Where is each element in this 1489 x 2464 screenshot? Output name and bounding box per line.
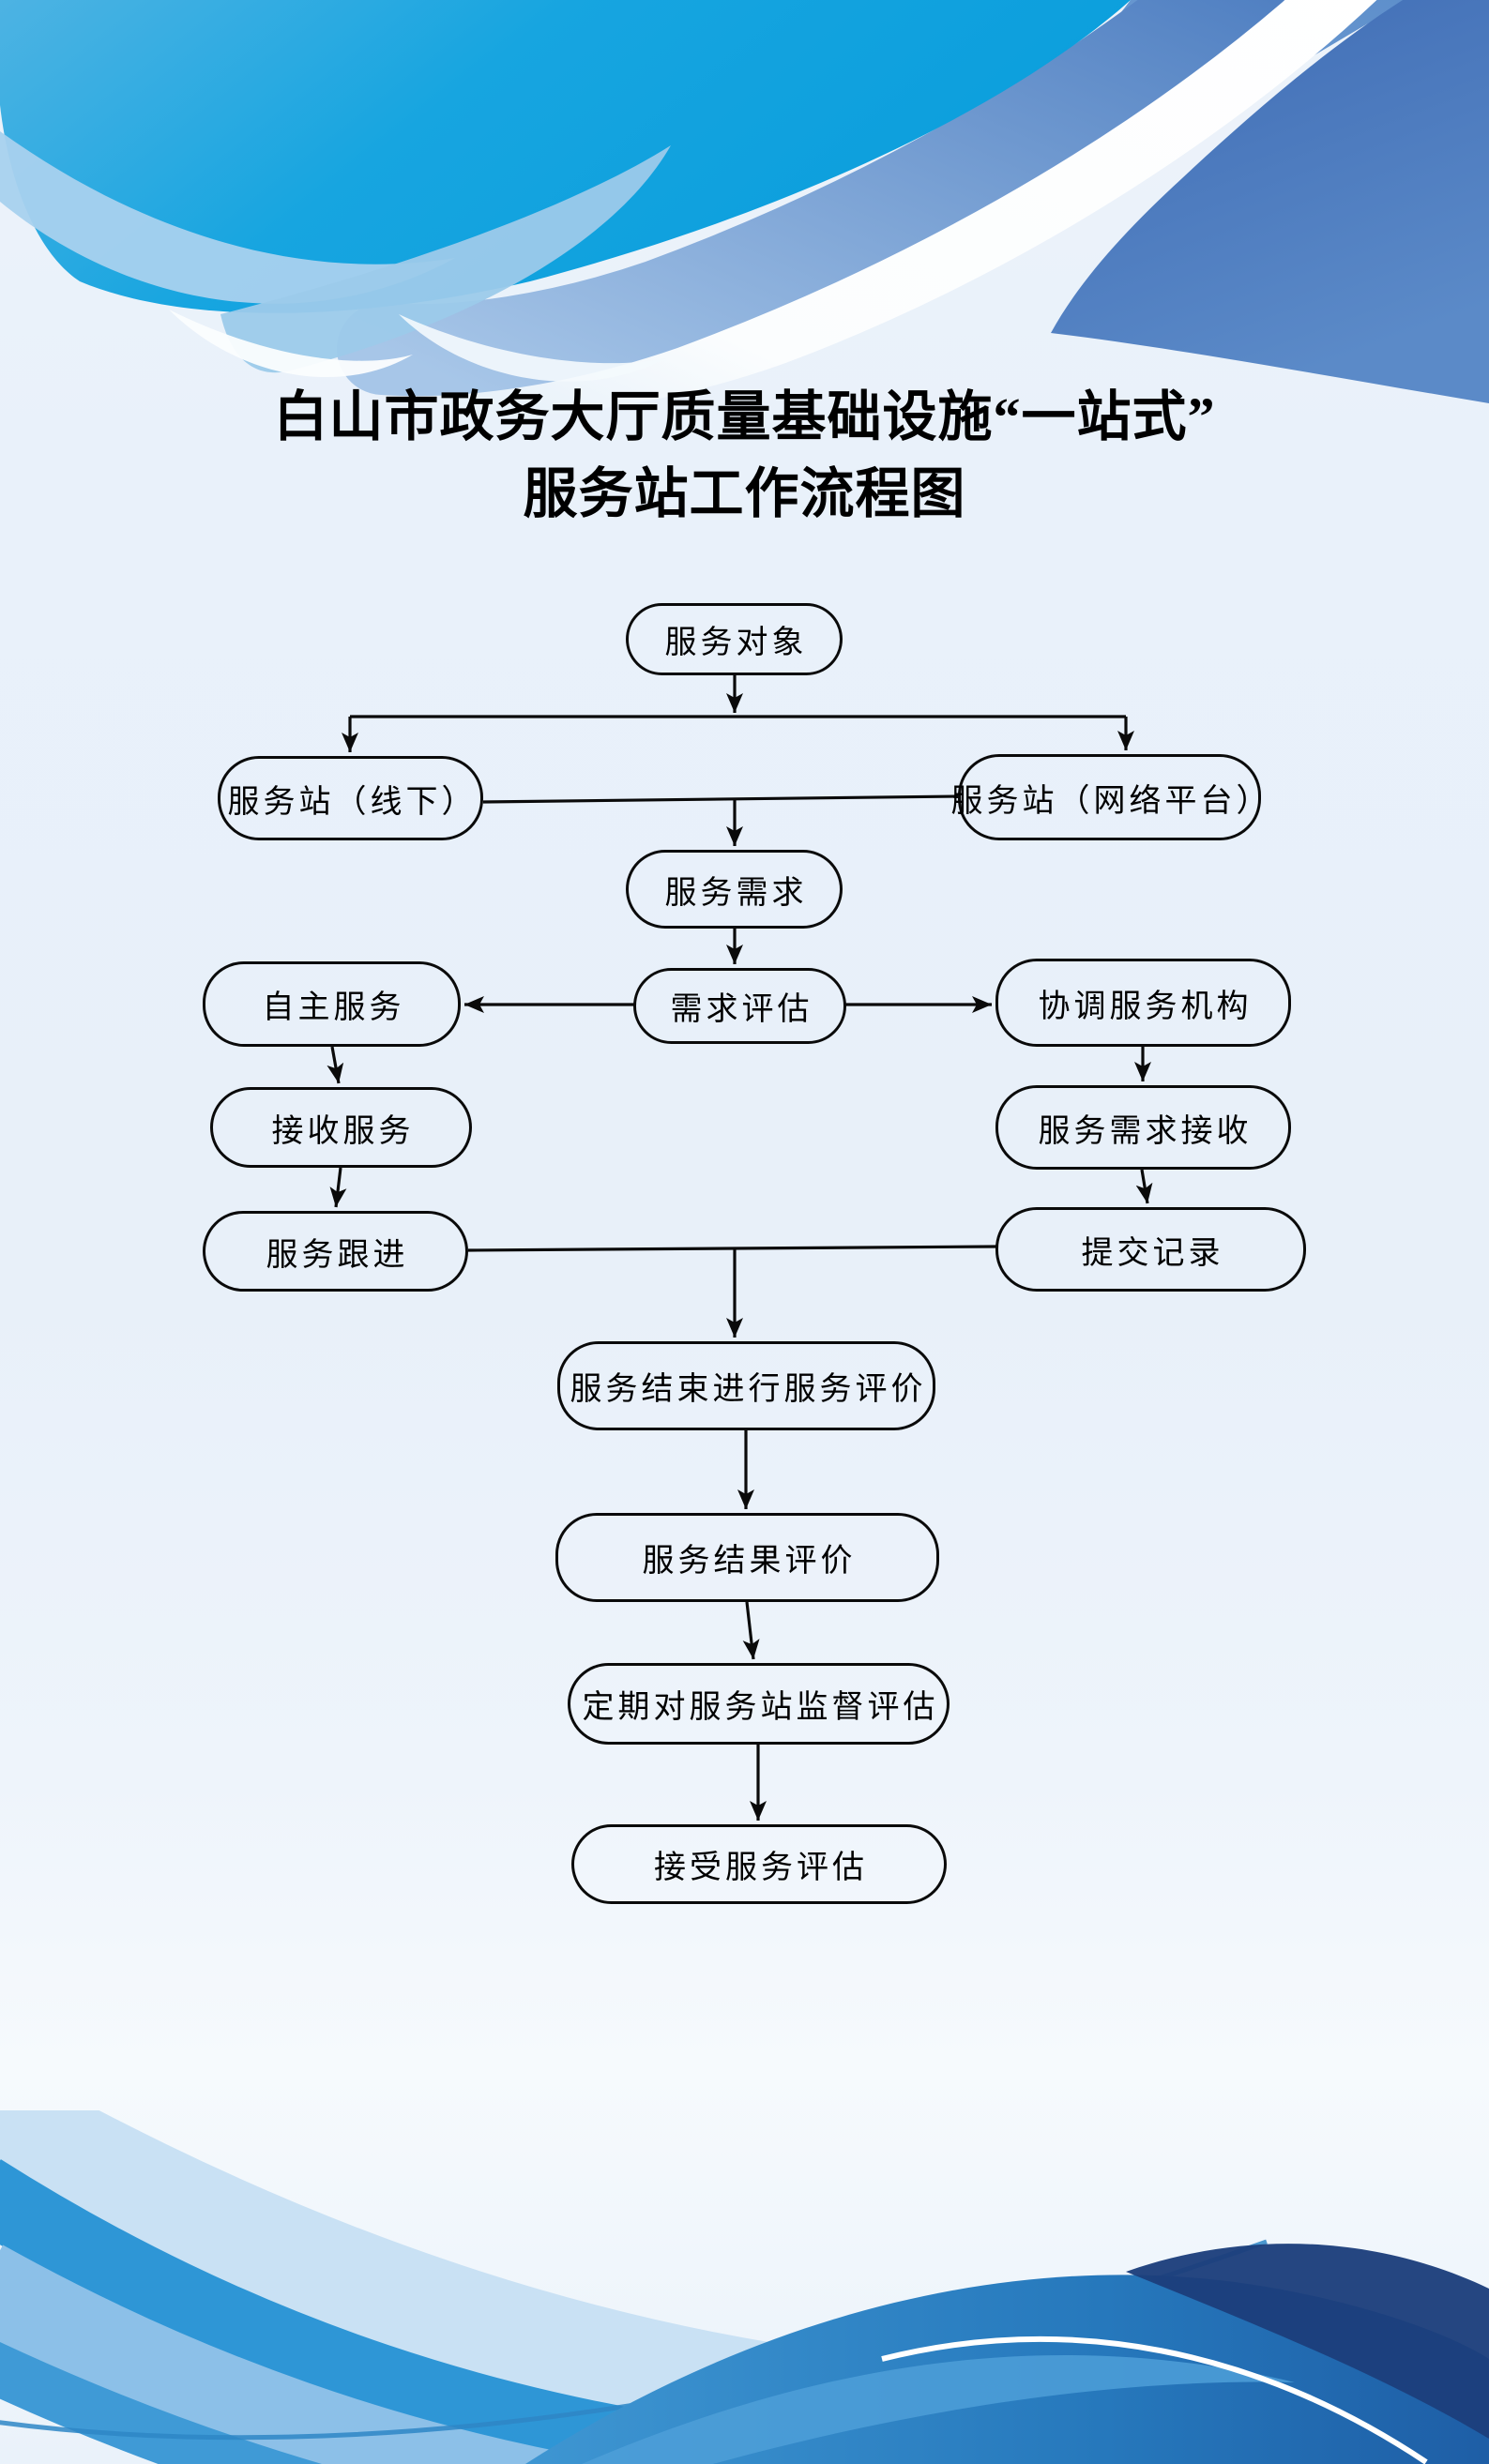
node-self-service: 自主服务 — [203, 961, 461, 1047]
node-service-target: 服务对象 — [626, 603, 843, 675]
node-submit-record: 提交记录 — [995, 1207, 1306, 1292]
node-periodic-supervision: 定期对服务站监督评估 — [568, 1663, 950, 1745]
cyan-wave-shape — [0, 0, 1131, 313]
thin-crossing-curve — [0, 2239, 1268, 2441]
white-highlight-curve — [881, 2336, 1428, 2464]
left-bold-arc — [0, 2159, 847, 2464]
node-demand-reception: 服务需求接收 — [995, 1085, 1291, 1170]
navy-lens-shape — [1126, 2244, 1489, 2439]
connector-stations-horizontal — [482, 794, 959, 804]
node-service-evaluation: 服务结束进行服务评价 — [557, 1341, 935, 1430]
title-line-2: 服务站工作流程图 — [523, 463, 966, 524]
cyan-accent-band — [582, 2354, 1295, 2464]
connector-followup-record-horizontal — [467, 1245, 997, 1252]
connector-self-receive — [327, 1046, 344, 1084]
steel-wedge-shape — [377, 0, 1407, 374]
node-coordinate-agency: 协调服务机构 — [995, 959, 1291, 1047]
left-pale-arc — [0, 2110, 943, 2464]
poster-title: 白山市政务大厅质量基础设施“一站式” 服务站工作流程图 — [0, 379, 1489, 533]
left-light-arc — [0, 2245, 628, 2464]
dark-band-shape — [1051, 0, 1489, 403]
node-result-evaluation: 服务结果评价 — [555, 1513, 939, 1602]
node-station-offline: 服务站（线下） — [218, 756, 483, 840]
node-service-followup: 服务跟进 — [203, 1211, 468, 1292]
white-crescent-right — [399, 314, 666, 382]
steel-band — [337, 0, 1285, 397]
node-service-demand: 服务需求 — [626, 850, 843, 929]
node-accept-evaluation: 接受服务评估 — [571, 1824, 947, 1904]
connector-reception-record — [1135, 1169, 1153, 1204]
right-wave-shape — [525, 2275, 1489, 2464]
connector-result-supervision — [742, 1601, 760, 1660]
node-demand-assessment: 需求评估 — [633, 968, 846, 1044]
white-swoosh — [431, 0, 1377, 416]
node-station-online: 服务站（网络平台） — [951, 754, 1269, 840]
feather-crescent-lower — [220, 145, 671, 373]
white-crescent-left — [169, 310, 413, 378]
title-line-1: 白山市政务大厅质量基础设施“一站式” — [273, 386, 1216, 447]
bottom-wave-decoration — [0, 2110, 1489, 2464]
left-medium-arc — [0, 2341, 323, 2464]
node-receive-service: 接收服务 — [210, 1087, 472, 1168]
connector-receive-followup — [329, 1167, 347, 1208]
feather-crescent-upper — [0, 131, 455, 304]
